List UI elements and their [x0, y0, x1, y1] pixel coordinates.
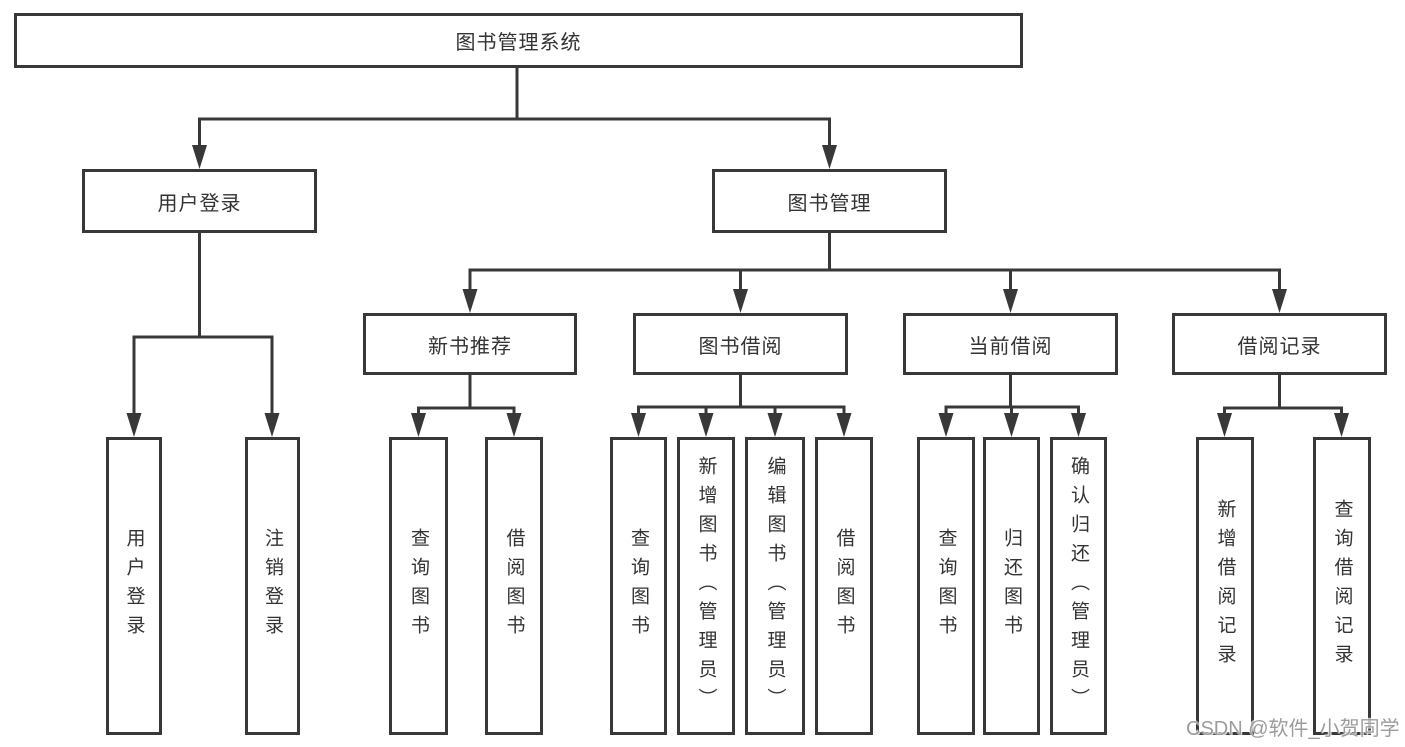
tree-edges-path	[132, 66, 1343, 417]
arrow-down-icon	[1003, 289, 1018, 313]
arrow-down-icon	[1334, 413, 1349, 437]
node-label: 新书推荐	[428, 335, 512, 358]
arrow-down-icon	[506, 413, 522, 437]
node-new-book-recommend: 新书推荐	[363, 313, 577, 375]
arrow-down-icon	[767, 413, 783, 437]
node-label: 图书借阅	[698, 335, 783, 358]
node-leaf-borrow-book-borrow: 借阅图书	[815, 437, 873, 735]
node-label: 查询图书	[628, 528, 649, 644]
node-label: 归还图书	[1001, 528, 1022, 644]
node-leaf-logout: 注销登录	[245, 437, 300, 735]
node-label: 用户登录	[157, 192, 242, 215]
node-borrow-records: 借阅记录	[1172, 313, 1387, 375]
node-leaf-query-borrow-record: 查询借阅记录	[1313, 437, 1371, 735]
node-label: 图书管理系统	[455, 32, 582, 54]
node-label: 当前借阅	[968, 335, 1053, 358]
node-label: 查询借阅记录	[1331, 499, 1353, 673]
node-label: 图书管理	[787, 192, 872, 215]
node-book-borrow: 图书借阅	[633, 313, 848, 375]
node-label: 借阅图书	[833, 528, 855, 644]
arrow-down-icon	[264, 413, 280, 437]
node-current-borrow: 当前借阅	[903, 313, 1118, 375]
arrow-down-icon	[698, 413, 714, 437]
node-label: 新增图书（管理员）	[695, 455, 717, 717]
arrow-down-icon	[126, 413, 142, 437]
node-label: 用户登录	[123, 528, 145, 644]
node-label: 确认归还（管理员）	[1068, 455, 1089, 717]
arrow-down-icon	[822, 145, 837, 169]
node-leaf-query-book-borrow: 查询图书	[610, 437, 667, 735]
node-leaf-user-login: 用户登录	[106, 437, 162, 735]
node-label: 查询图书	[935, 528, 957, 644]
node-label: 借阅记录	[1237, 335, 1322, 358]
node-book-management: 图书管理	[712, 169, 947, 233]
arrow-down-icon	[1272, 289, 1287, 313]
watermark: CSDN @软件_小贺同学	[1186, 718, 1400, 740]
arrow-down-icon	[938, 413, 954, 437]
node-label: 编辑图书（管理员）	[764, 455, 786, 717]
node-leaf-query-book-current: 查询图书	[917, 437, 975, 735]
node-leaf-add-book-admin: 新增图书（管理员）	[677, 437, 735, 735]
arrowheads	[126, 145, 1349, 437]
arrow-down-icon	[1004, 413, 1019, 437]
node-leaf-add-borrow-record: 新增借阅记录	[1196, 437, 1254, 735]
arrow-down-icon	[733, 289, 748, 313]
node-leaf-confirm-return-admin: 确认归还（管理员）	[1050, 437, 1107, 735]
node-label: 新增借阅记录	[1214, 499, 1236, 673]
arrow-down-icon	[631, 413, 646, 437]
node-leaf-return-book: 归还图书	[983, 437, 1040, 735]
arrow-down-icon	[836, 413, 852, 437]
node-label: 查询图书	[408, 528, 429, 644]
node-label: 借阅图书	[503, 528, 525, 644]
node-leaf-edit-book-admin: 编辑图书（管理员）	[745, 437, 805, 735]
node-leaf-query-book-recommend: 查询图书	[389, 437, 448, 735]
arrow-down-icon	[192, 145, 207, 169]
arrow-down-icon	[411, 413, 426, 437]
node-user-login: 用户登录	[82, 169, 317, 233]
arrow-down-icon	[1071, 413, 1086, 437]
node-label: 注销登录	[262, 528, 283, 644]
node-library-management-system: 图书管理系统	[14, 13, 1023, 68]
arrow-down-icon	[1217, 413, 1232, 437]
node-leaf-borrow-book-recommend: 借阅图书	[485, 437, 543, 735]
arrow-down-icon	[462, 289, 478, 313]
